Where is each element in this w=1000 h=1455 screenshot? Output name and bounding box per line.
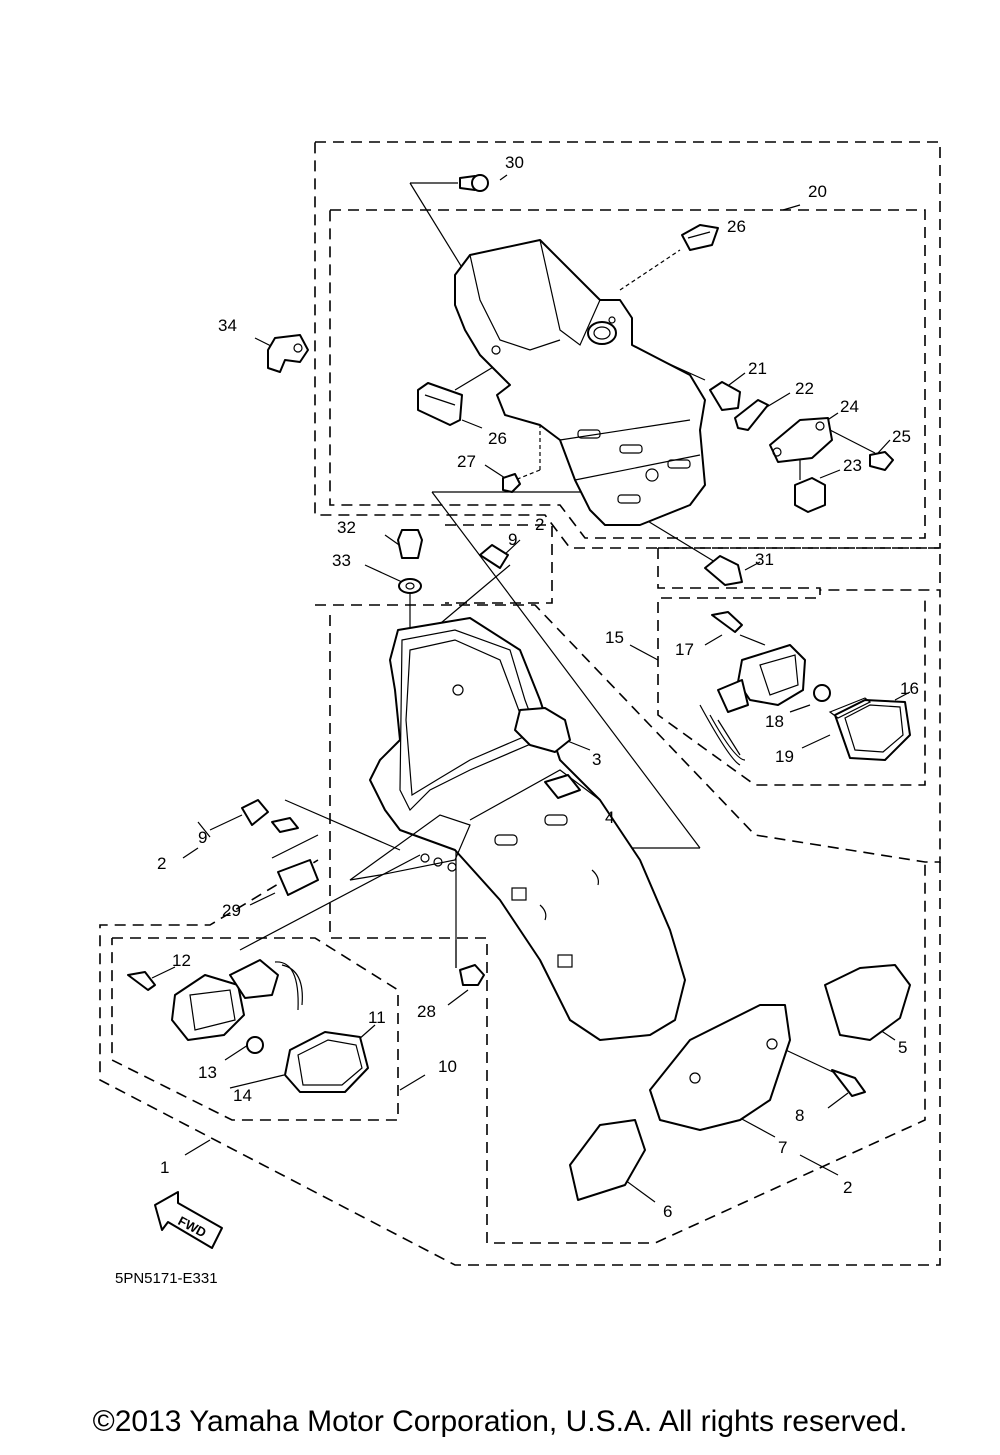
taillight-lenses [569,964,911,1201]
callout-33: 33 [332,551,351,570]
callout-10: 10 [438,1057,457,1076]
callout-32: 32 [337,518,356,537]
callout-18: 18 [765,712,784,731]
callout-31: 31 [755,550,774,569]
callout-9-upper: 9 [508,530,517,549]
callout-28: 28 [417,1002,436,1021]
callout-3: 3 [592,750,601,769]
callout-21: 21 [748,359,767,378]
callout-6: 6 [663,1202,672,1221]
callout-8: 8 [795,1106,804,1125]
callout-15: 15 [605,628,624,647]
top-small-parts [267,174,894,586]
callout-14: 14 [233,1086,252,1105]
left-turn-signal [127,799,485,1093]
callout-22: 22 [795,379,814,398]
callout-34: 34 [218,316,237,335]
callout-labels: 30 20 26 34 21 22 24 26 25 27 23 32 2 9 … [157,153,919,1221]
callout-20: 20 [808,182,827,201]
callout-7: 7 [778,1138,787,1157]
right-turn-signal [699,611,911,766]
group-boundaries [99,141,941,1266]
callout-27: 27 [457,452,476,471]
callout-4: 4 [605,808,614,827]
callout-9-lower: 9 [198,828,207,847]
copyright-notice: ©2013 Yamaha Motor Corporation, U.S.A. A… [92,1405,908,1438]
callout-24: 24 [840,397,859,416]
callout-25: 25 [892,427,911,446]
fwd-arrow-icon: FWD [154,1191,223,1249]
callout-26-lower: 26 [488,429,507,448]
callout-2-upper: 2 [535,515,544,534]
drawing-code: 5PN5171-E331 [115,1270,218,1287]
callout-26-upper: 26 [727,217,746,236]
callout-30: 30 [505,153,524,172]
callout-17: 17 [675,640,694,659]
taillight-housing [454,239,706,526]
callout-19: 19 [775,747,794,766]
callout-1: 1 [160,1158,169,1177]
callout-16: 16 [900,679,919,698]
callout-13: 13 [198,1063,217,1082]
rear-fender [349,617,686,1041]
callout-29: 29 [222,901,241,920]
fasteners-mid [397,529,509,594]
callout-2-lower: 2 [843,1178,852,1197]
callout-2-left: 2 [157,854,166,873]
callout-5: 5 [898,1038,907,1057]
callout-11: 11 [368,1008,386,1027]
callout-23: 23 [843,456,862,475]
callout-12: 12 [172,951,191,970]
